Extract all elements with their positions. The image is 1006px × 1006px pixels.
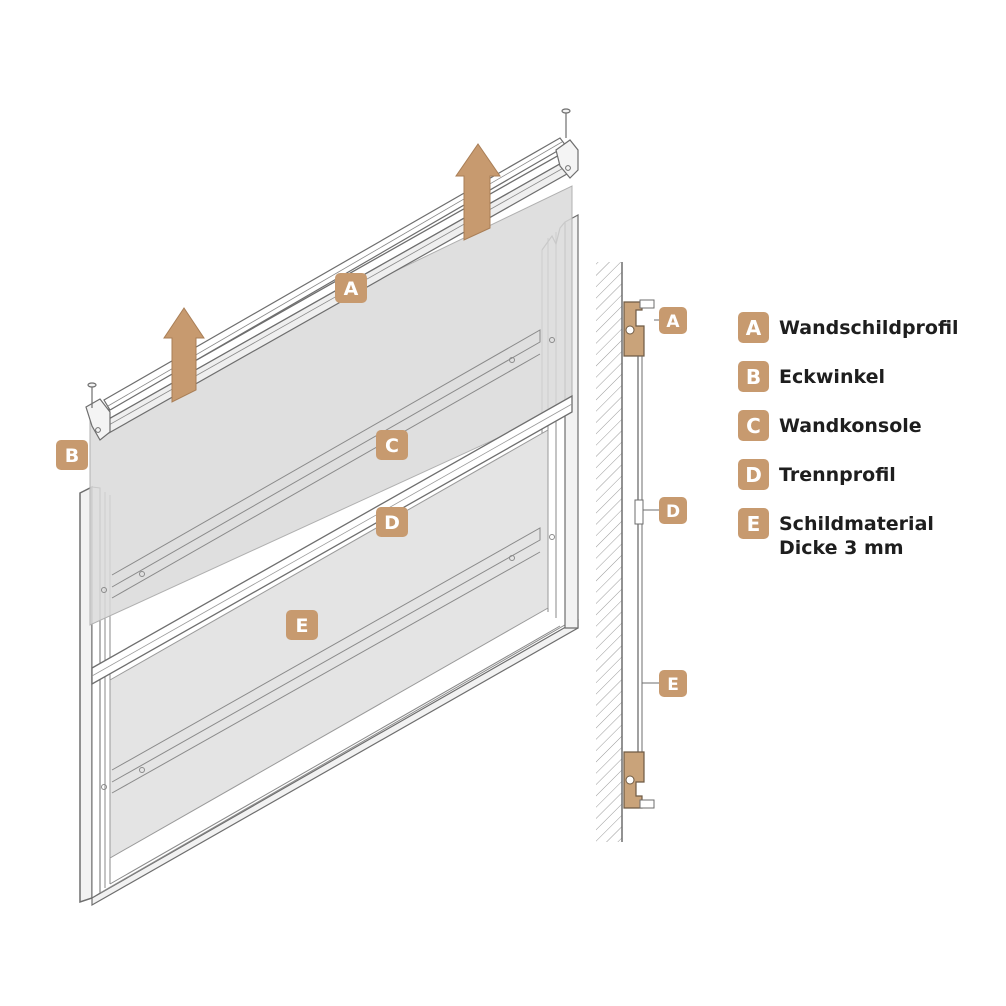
svg-text:C: C	[385, 435, 399, 457]
legend-badge: A	[738, 312, 769, 343]
legend-item-c: C Wandkonsole	[738, 410, 959, 441]
legend-badge: E	[738, 508, 769, 539]
diagram-badge-a: A	[335, 273, 367, 303]
legend-label-line: Wandschildprofil	[779, 317, 959, 339]
legend-badge: B	[738, 361, 769, 392]
svg-text:A: A	[344, 278, 359, 300]
svg-text:D: D	[384, 512, 400, 534]
sign-frame	[79, 213, 579, 907]
legend-label-line: Eckwinkel	[779, 366, 885, 388]
section-view	[596, 262, 660, 842]
legend-label-line: Schildmaterial	[779, 513, 934, 535]
legend-label: Eckwinkel	[779, 361, 885, 389]
screw-icon	[561, 108, 571, 138]
legend-label-line: Trennprofil	[779, 464, 896, 486]
legend-label: Wandkonsole	[779, 410, 922, 438]
svg-text:D: D	[666, 502, 680, 522]
legend-item-e: E Schildmaterial Dicke 3 mm	[738, 508, 959, 560]
legend-label: Schildmaterial Dicke 3 mm	[779, 508, 934, 560]
legend-label: Trennprofil	[779, 459, 896, 487]
diagram-badge-d: D	[376, 507, 408, 537]
diagram-badge-b: B	[56, 440, 88, 470]
legend-item-d: D Trennprofil	[738, 459, 959, 490]
section-badge-e: E	[659, 670, 687, 697]
svg-text:A: A	[666, 312, 680, 332]
legend-label-line: Wandkonsole	[779, 415, 922, 437]
legend-item-a: A Wandschildprofil	[738, 312, 959, 343]
legend-item-b: B Eckwinkel	[738, 361, 959, 392]
legend-badge: C	[738, 410, 769, 441]
up-arrow-icon	[455, 143, 501, 241]
diagram-badge-e: E	[286, 610, 318, 640]
legend-badge: D	[738, 459, 769, 490]
legend-label: Wandschildprofil	[779, 312, 959, 340]
divider-profile	[91, 394, 573, 686]
wall-brackets	[101, 329, 555, 794]
svg-text:E: E	[667, 675, 679, 695]
svg-text:E: E	[296, 615, 309, 637]
screw-icon	[87, 382, 97, 408]
diagram-badge-c: C	[376, 430, 408, 460]
legend: A Wandschildprofil B Eckwinkel C Wandkon…	[738, 312, 959, 578]
svg-text:B: B	[65, 445, 79, 467]
section-badge-d: D	[659, 497, 687, 524]
legend-label-line: Dicke 3 mm	[779, 537, 904, 559]
up-arrow-icon	[163, 307, 205, 403]
section-badge-a: A	[659, 307, 687, 334]
